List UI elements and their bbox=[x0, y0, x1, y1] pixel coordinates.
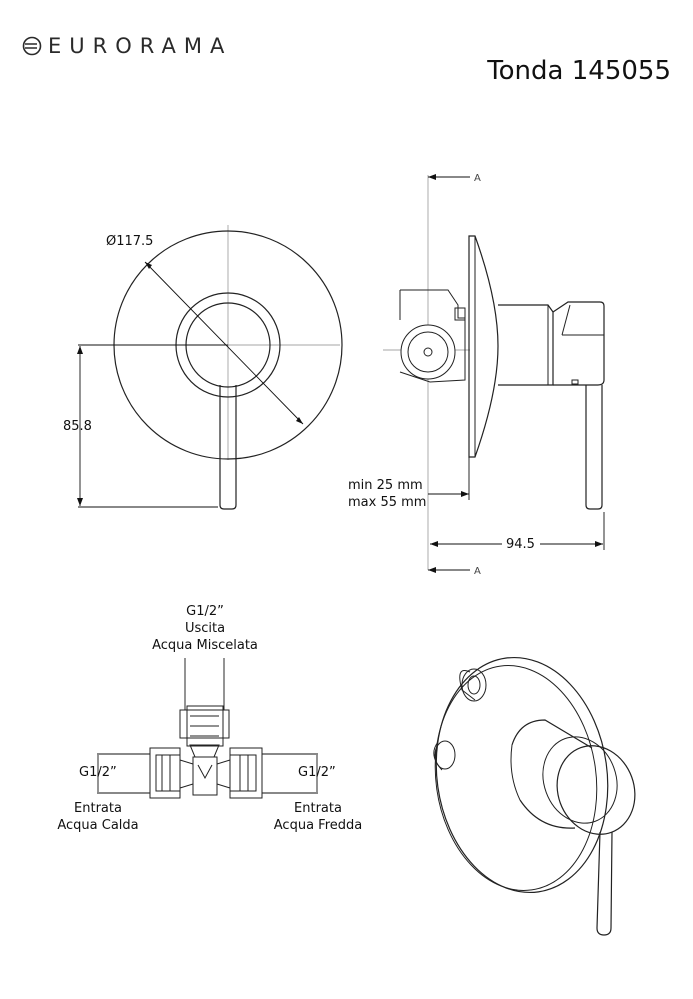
brand-name: EURORAMA bbox=[48, 34, 233, 58]
depth-label: 94.5 bbox=[506, 537, 535, 552]
brand-logo: EURORAMA bbox=[22, 34, 232, 58]
outlet-label-line1: Uscita bbox=[184, 621, 226, 636]
outlet-thread-label: G1/2” bbox=[186, 604, 224, 619]
right-inlet-line1: Entrata bbox=[294, 801, 342, 816]
perspective-view bbox=[433, 656, 636, 936]
section-mark-bottom: A bbox=[474, 566, 481, 577]
diameter-label: Ø117.5 bbox=[106, 234, 154, 249]
wall-min-label: min 25 mm bbox=[348, 478, 423, 493]
eurorama-logo-icon bbox=[22, 36, 42, 56]
right-inlet-line2: Acqua Fredda bbox=[273, 818, 363, 833]
wall-max-label: max 55 mm bbox=[348, 495, 427, 510]
product-title: Tonda 145055 bbox=[487, 56, 671, 86]
left-thread-label: G1/2” bbox=[79, 765, 117, 780]
outlet-label-line2: Acqua Miscelata bbox=[152, 638, 258, 653]
section-mark-top: A bbox=[474, 173, 481, 184]
right-thread-label: G1/2” bbox=[298, 765, 336, 780]
front-view bbox=[77, 225, 343, 510]
side-view bbox=[383, 174, 605, 573]
height-label: 85.8 bbox=[63, 419, 92, 434]
left-inlet-line2: Acqua Calda bbox=[57, 818, 139, 833]
connections-view bbox=[97, 658, 318, 799]
left-inlet-line1: Entrata bbox=[74, 801, 122, 816]
